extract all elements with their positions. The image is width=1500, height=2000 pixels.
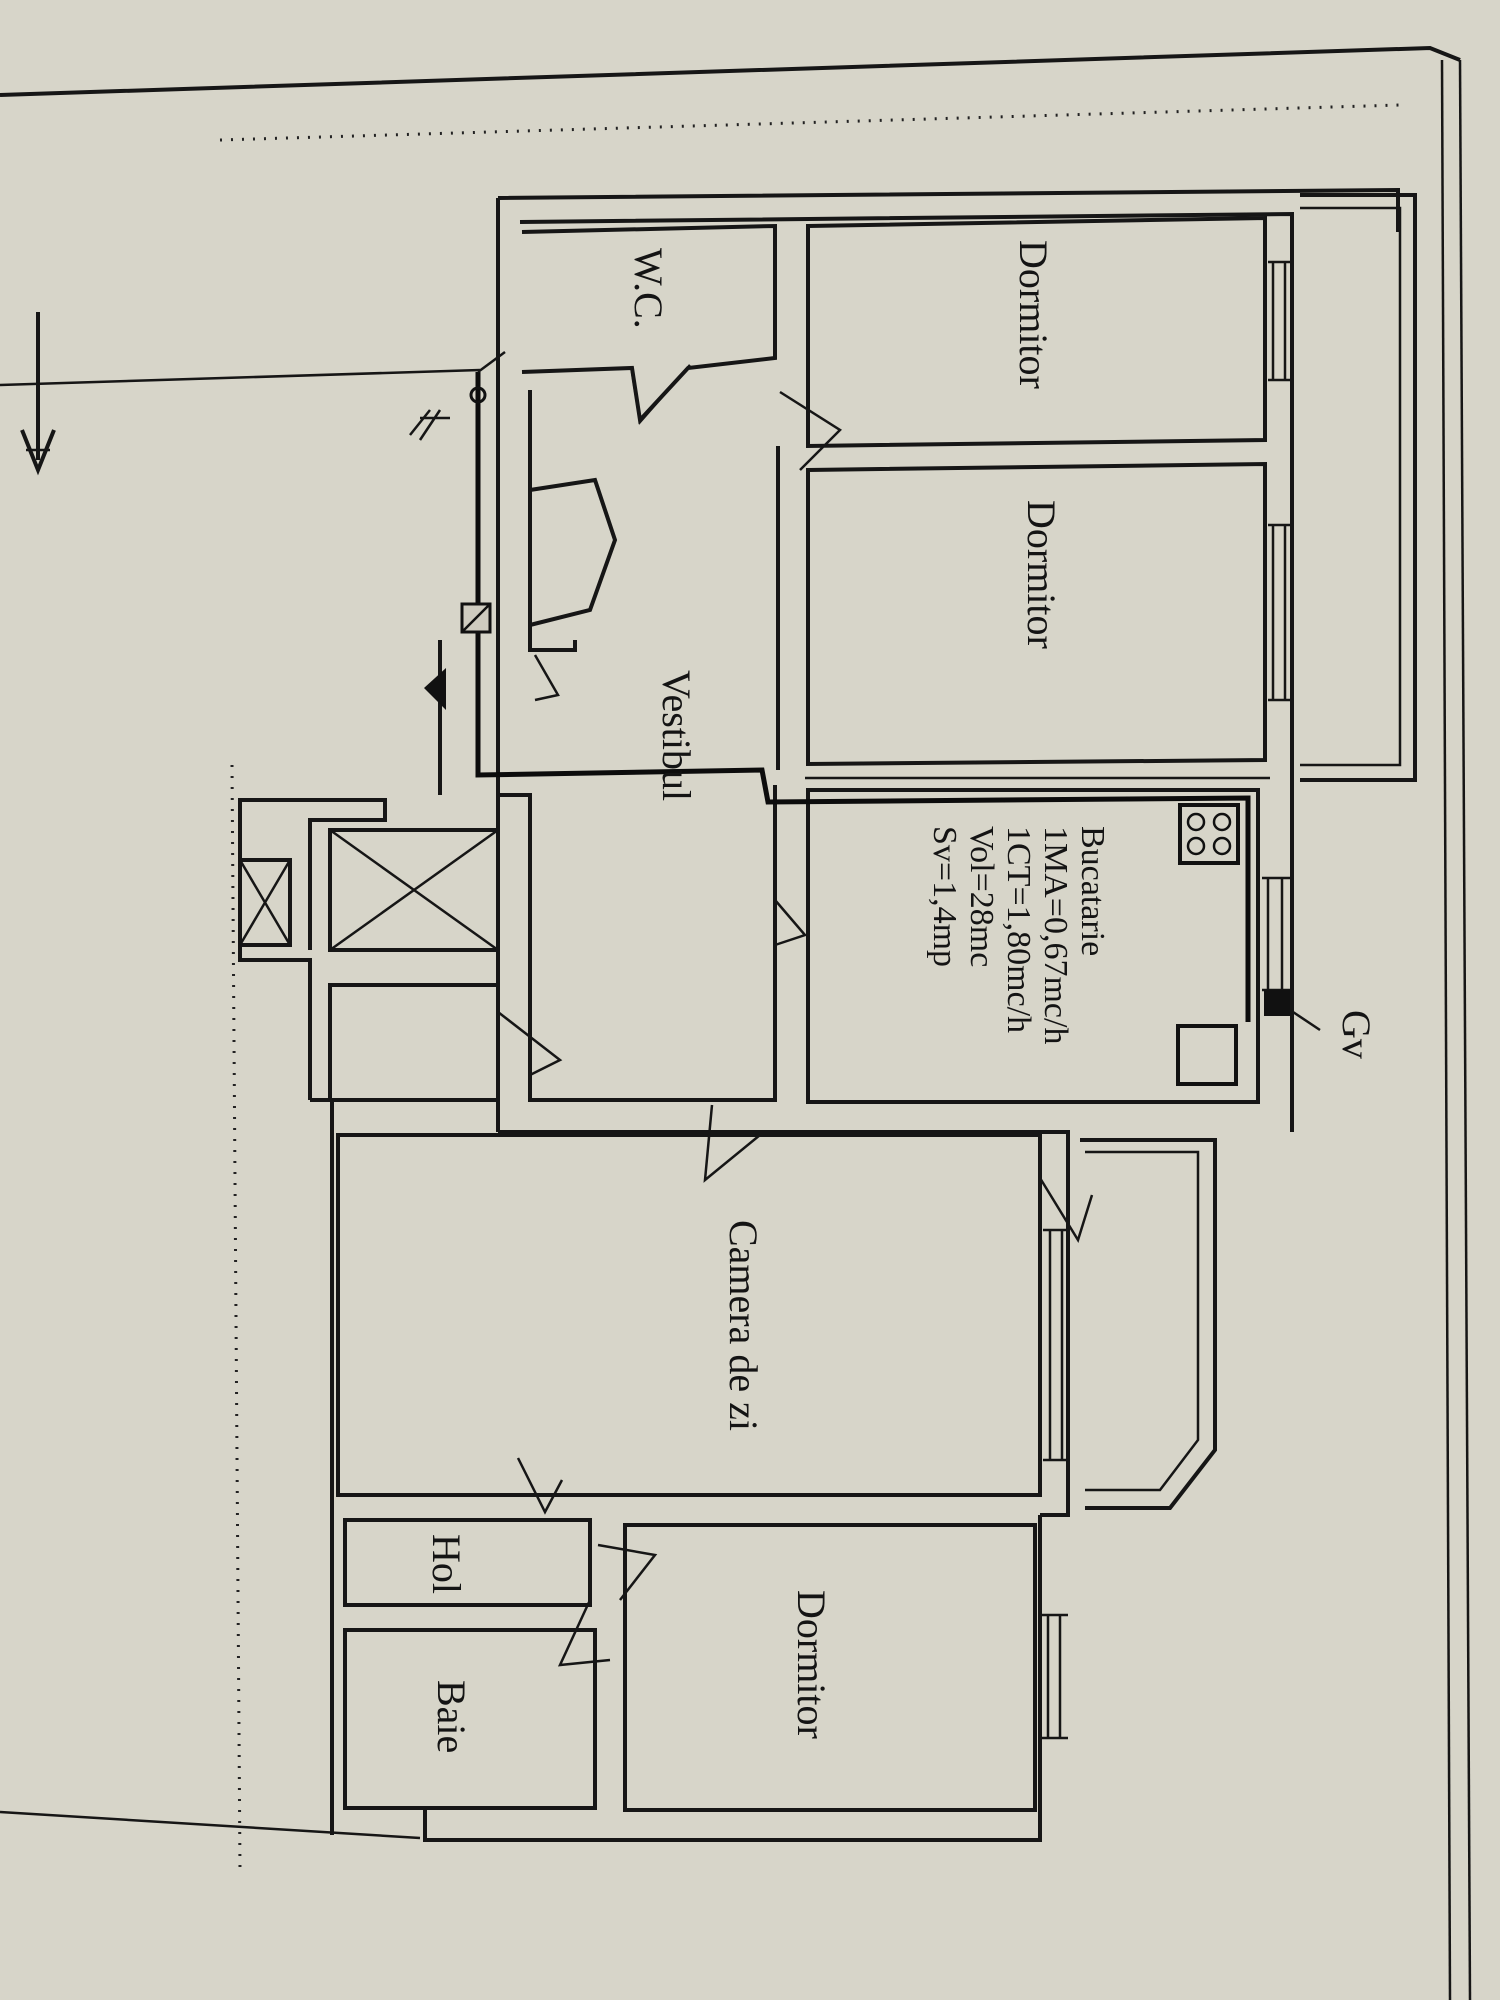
label-camera-de-zi: Camera de zi [721,1220,766,1431]
door-swings [497,364,1094,1667]
riser-triangle-icon [424,668,446,710]
flue-icon [1264,990,1290,1016]
valve-icon [469,386,487,404]
kitchen-spec-ct: 1CT=1,80mc/h [1000,826,1037,1033]
boiler-icon [1176,1024,1238,1086]
kitchen-spec-ma: 1MA=0,67mc/h [1037,826,1074,1044]
label-baie: Baie [429,1680,474,1753]
outer-walls [238,187,1400,1842]
label-vestibul: Vestibul [654,670,699,801]
page-frame [0,45,1472,2000]
label-dormitor-1: Dormitor [1011,240,1056,389]
label-bucatarie: Bucatarie [1074,826,1111,956]
windows [1040,260,1290,1740]
kitchen-spec-vol: Vol=28mc [963,826,1000,967]
gas-pipe [409,350,1321,1032]
label-gas-meter: Gv [1334,1010,1379,1059]
north-arrow-icon [20,312,56,476]
interior-walls [238,215,1270,1812]
kitchen-spec-sv: Sv=1,4mp [926,826,963,967]
label-dormitor-2: Dormitor [1019,500,1064,649]
balcony [1080,193,1417,1510]
chimney-icon [409,409,450,441]
kitchen-appliances [1176,803,1240,1086]
label-dormitor-3: Dormitor [789,1590,834,1739]
label-wc: W.C. [626,248,671,329]
label-hol: Hol [424,1534,469,1594]
stove-icon [1178,803,1240,865]
